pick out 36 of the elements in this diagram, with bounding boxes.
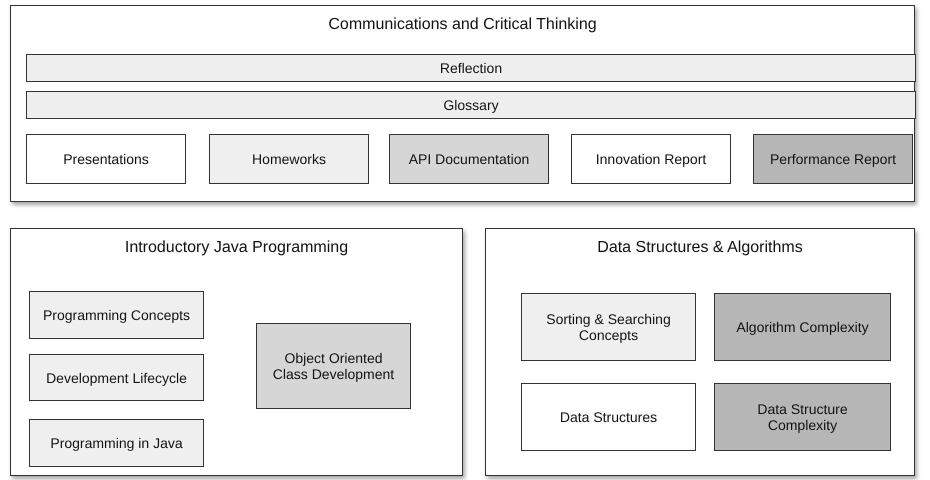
topic-box	[29, 354, 204, 401]
topic-box	[209, 134, 369, 184]
topic-label: Reflection	[440, 60, 502, 76]
topic-box	[714, 293, 891, 361]
topic-label: Data Structures	[560, 409, 658, 425]
topic-label: Sorting & Searching Concepts	[545, 311, 672, 343]
topic-label: Presentations	[63, 151, 149, 167]
topic-label: Performance Report	[770, 151, 896, 167]
topic-box	[26, 91, 916, 119]
topic-label: Development Lifecycle	[46, 370, 187, 386]
topic-label: Homeworks	[252, 151, 326, 167]
group-panel	[485, 228, 915, 476]
topic-box	[26, 54, 916, 82]
topic-box	[256, 323, 411, 409]
topic-label: Glossary	[443, 97, 499, 113]
group-panel	[10, 5, 915, 202]
panel-title: Communications and Critical Thinking	[327, 16, 598, 34]
group-panel	[10, 228, 463, 476]
topic-label: Programming in Java	[50, 435, 183, 451]
topic-box	[521, 383, 696, 451]
topic-box	[521, 293, 696, 361]
topic-label: Programming Concepts	[42, 307, 190, 323]
panel-title: Data Structures & Algorithms	[596, 239, 804, 257]
topic-box	[29, 419, 204, 467]
topic-label: Innovation Report	[596, 151, 706, 167]
topic-label: Data Structure Complexity	[756, 401, 849, 433]
topic-label: Object Oriented Class Development	[272, 350, 396, 382]
topic-box	[571, 134, 731, 184]
topic-box	[26, 134, 186, 184]
topic-box	[753, 134, 913, 184]
topic-label: Algorithm Complexity	[736, 319, 869, 335]
topic-box	[714, 383, 891, 451]
topic-label: API Documentation	[408, 151, 530, 167]
topic-box	[29, 291, 204, 339]
panel-title: Introductory Java Programming	[124, 239, 350, 257]
topic-box	[389, 134, 549, 184]
